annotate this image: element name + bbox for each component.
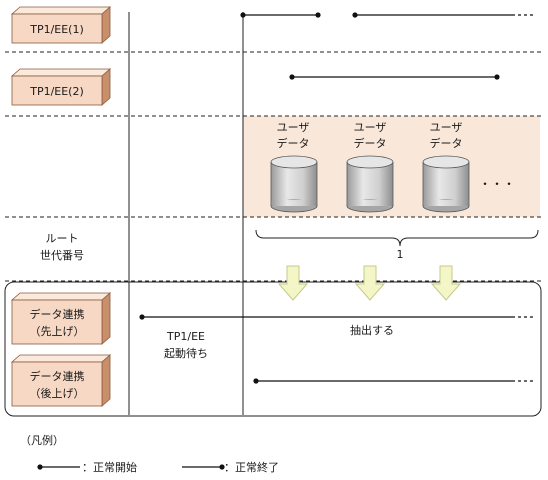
data-sync-first-start-dot: [139, 314, 145, 320]
wait-label-line2: 起動待ち: [164, 346, 208, 360]
database-cylinder-icon: [422, 155, 470, 213]
legend-normal-end-label: ：正常終了: [224, 460, 279, 474]
extract-arrow-2: [354, 265, 386, 301]
extract-arrow-1: [277, 265, 309, 301]
user-data-1-label-line1: ユーザ: [277, 121, 310, 134]
database-cylinder-icon: [346, 155, 394, 213]
route-label-line2: 世代番号: [40, 249, 84, 262]
box-data-sync-first-line1: データ連携: [30, 307, 85, 321]
box-tp1ee-2-label: TP1/EE(2): [29, 85, 84, 98]
database-cylinder-icon: [270, 155, 318, 213]
user-data-store-2: ユーザ データ: [346, 121, 394, 213]
user-data-2-label-line2: データ: [354, 136, 387, 150]
legend-normal-end: ：正常終了: [182, 460, 279, 474]
extract-arrow-3: [430, 265, 462, 301]
legend-end-dot: [219, 464, 225, 470]
tp1ee-1-run-2-start-dot: [352, 12, 358, 18]
user-data-store-3: ユーザ データ: [422, 121, 470, 213]
extract-label: 抽出する: [350, 323, 394, 337]
user-data-1-label-line2: データ: [277, 136, 310, 150]
box-tp1ee-2: TP1/EE(2): [10, 68, 112, 106]
legend-normal-start-label: ：正常開始: [82, 460, 137, 474]
legend-title: （凡例）: [20, 433, 64, 447]
box-tp1ee-1: TP1/EE(1): [10, 6, 112, 44]
box-tp1ee-1-label: TP1/EE(1): [29, 23, 84, 36]
box-data-sync-first-line2: （先上げ）: [30, 325, 85, 338]
user-data-2-label-line1: ユーザ: [354, 121, 387, 134]
user-data-3-label-line2: データ: [430, 136, 463, 150]
wait-label-line1: TP1/EE: [166, 330, 205, 343]
more-user-data-ellipsis: ・・・: [479, 177, 515, 191]
box-data-sync-first: データ連携 （先上げ）: [10, 292, 112, 345]
generation-brace: [255, 229, 539, 247]
box-data-sync-after-line1: データ連携: [30, 369, 85, 383]
tp1ee-1-run-1-start-dot: [240, 12, 246, 18]
tp1ee-2-run-end-dot: [494, 74, 500, 80]
box-data-sync-after: データ連携 （後上げ）: [10, 354, 112, 407]
legend-normal-start: ：正常開始: [37, 460, 137, 474]
box-data-sync-after-line2: （後上げ）: [30, 386, 85, 400]
tp1ee-1-run-1-end-dot: [315, 12, 321, 18]
data-sync-after-start-dot: [253, 378, 259, 384]
generation-number: 1: [397, 248, 404, 261]
route-label-line1: ルート: [46, 232, 79, 245]
user-data-3-label-line1: ユーザ: [430, 121, 463, 134]
user-data-store-1: ユーザ データ: [270, 121, 318, 213]
tp1ee-2-run-start-dot: [289, 74, 295, 80]
data-sync-group-frame: [4, 281, 542, 417]
